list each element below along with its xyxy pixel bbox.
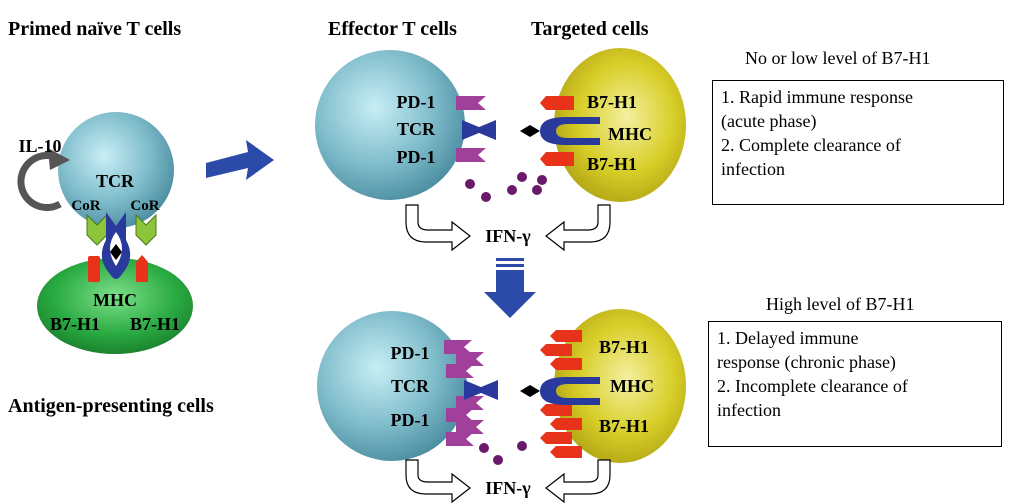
high-outcome-line-4: infection (717, 400, 781, 420)
low-level-outcome-box: 1. Rapid immune response (acute phase) 2… (712, 80, 1004, 205)
mhc-top-icon (540, 117, 600, 145)
ifn-dot (479, 443, 489, 453)
cor-label-right: CoR (130, 198, 159, 214)
down-arrow-stripe (496, 264, 524, 267)
antigen-bottom-icon (520, 385, 540, 397)
b7h1-bottom-label-bottom: B7-H1 (599, 416, 649, 436)
ifn-arrow-left-bottom (405, 459, 471, 504)
pd1-cluster-icon (444, 340, 484, 446)
tcr-label: TCR (96, 171, 135, 191)
pd1-bottom-label: PD-1 (397, 147, 436, 167)
effector-t-cell-bottom (317, 311, 467, 461)
b7h1-cluster-icon (540, 330, 582, 458)
high-outcome-line-1: 1. Delayed immune (717, 328, 859, 348)
primed-t-cell (58, 112, 174, 228)
antigen-top-icon (520, 125, 540, 137)
effector-t-cell-top (315, 50, 465, 200)
primed-naive-t-cells-heading: Primed naïve T cells (8, 18, 182, 40)
b7h1-top-label-bottom: B7-H1 (599, 337, 649, 357)
pd1-top-label-bottom: PD-1 (391, 343, 430, 363)
il10-arrow-head (48, 148, 70, 170)
pd1-bottom-label-bottom: PD-1 (391, 410, 430, 430)
tcr-bottom-right-half (474, 380, 498, 400)
high-level-outcome-box: 1. Delayed immune response (chronic phas… (708, 321, 1002, 447)
ifn-dot (532, 185, 542, 195)
antigen-presenting-cells-heading: Antigen-presenting cells (8, 395, 214, 417)
mhc-bottom-icon (540, 377, 600, 405)
ifn-dot (507, 185, 517, 195)
low-outcome-line-2: (acute phase) (721, 111, 817, 131)
mhc-top-label: MHC (608, 124, 652, 144)
ifn-dot (517, 172, 527, 182)
cor-receptor-right-icon (135, 213, 157, 246)
b7h1-bottom-icon (540, 152, 574, 166)
apc-cell (37, 258, 193, 354)
b7h1-label-right: B7-H1 (130, 314, 180, 334)
progression-arrow-down (484, 270, 536, 318)
low-level-title: No or low level of B7-H1 (745, 48, 931, 68)
ifn-dot (493, 455, 503, 465)
cor-label-left: CoR (71, 198, 100, 214)
progression-arrow-right (206, 140, 274, 180)
low-outcome-line-3: 2. Complete clearance of (721, 135, 901, 155)
ifn-dot (517, 441, 527, 451)
ifn-arrow-right-bottom (545, 459, 611, 504)
tcr-top-label: TCR (397, 119, 436, 139)
high-level-title: High level of B7-H1 (766, 294, 915, 314)
tcr-right-half (472, 120, 496, 140)
target-cell-bottom (554, 309, 686, 463)
il10-autocrine-arrow (17, 152, 62, 211)
b7h1-top-label: B7-H1 (587, 92, 637, 112)
ifn-dot (537, 175, 547, 185)
down-arrow-stripe (496, 258, 524, 261)
b7h1-bottom-label: B7-H1 (587, 154, 637, 174)
ifn-dot (465, 179, 475, 189)
ifn-top-label: IFN-γ (485, 226, 531, 246)
pd1-bottom-icon (456, 148, 486, 162)
low-outcome-line-1: 1. Rapid immune response (721, 87, 913, 107)
b7h1-right-icon (136, 255, 148, 282)
pd1-top-label: PD-1 (397, 92, 436, 112)
tcr-label-bottom: TCR (391, 376, 430, 396)
target-cell-top (554, 48, 686, 202)
ifn-dot (481, 192, 491, 202)
high-outcome-line-2: response (chronic phase) (717, 352, 896, 372)
pd1-top-icon (456, 96, 486, 110)
ifn-arrow-left-top (405, 204, 471, 252)
b7h1-left-icon (88, 256, 100, 282)
high-outcome-line-3: 2. Incomplete clearance of (717, 376, 908, 396)
il10-label: IL-10 (18, 136, 61, 156)
ifn-arrow-right-top (545, 204, 611, 252)
b7h1-top-icon (540, 96, 574, 110)
mhc-label-bottom: MHC (610, 376, 654, 396)
effector-t-cells-heading: Effector T cells (328, 18, 457, 40)
targeted-cells-heading: Targeted cells (531, 18, 649, 40)
antigen-icon (110, 244, 122, 260)
low-outcome-line-4: infection (721, 159, 785, 179)
mhc-label: MHC (93, 290, 137, 310)
b7h1-label-left: B7-H1 (50, 314, 100, 334)
ifn-bottom-label: IFN-γ (485, 478, 531, 498)
